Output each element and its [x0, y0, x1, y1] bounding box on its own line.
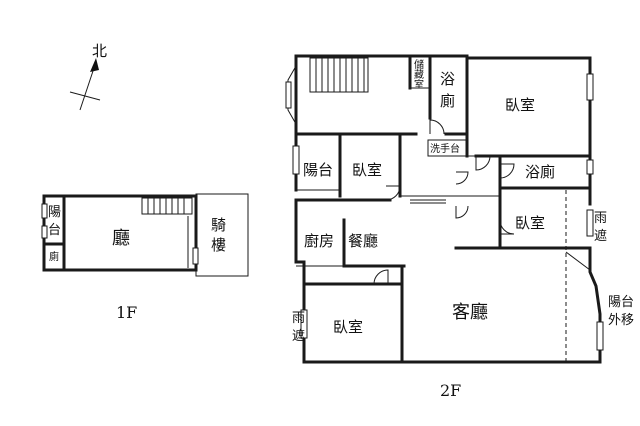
wash-basin-label: 洗手台 — [430, 142, 460, 155]
living-door — [455, 205, 469, 219]
bedroom-mid-label: 臥室 — [352, 161, 382, 179]
bedroom-ne-label: 臥室 — [505, 96, 535, 114]
balcony-2f-label: 陽台 — [303, 161, 333, 179]
balcony-out-label-1: 陽台 — [608, 295, 634, 310]
bath-right-door — [499, 163, 515, 179]
storage-label-3: 室 — [414, 78, 424, 91]
north-compass: 北 — [69, 42, 107, 111]
storage-label-1: 儲 — [414, 59, 424, 71]
kitchen-label: 廚房 — [304, 232, 334, 250]
arcade-label-1: 騎 — [211, 216, 226, 234]
wash-basin-counter — [427, 139, 467, 157]
wash-door — [455, 171, 469, 185]
window-1f-left-2 — [41, 225, 48, 239]
window-2f-bedroom-right — [586, 209, 594, 237]
compass-cross-line — [69, 91, 101, 101]
rain-shelter-right-2: 遮 — [594, 228, 607, 244]
window-2f-bath — [586, 159, 594, 175]
balcony-out-label-2: 外移 — [608, 313, 634, 328]
balcony-out-diagonal — [565, 251, 591, 271]
floor-2-plan: 儲 藏 室 浴 廁 臥室 洗手台 陽台 臥室 浴廁 臥室 雨 遮 廚房 餐廳 客… — [285, 54, 634, 400]
hall-walls — [62, 194, 198, 272]
floor-2-caption: 2F — [440, 381, 461, 400]
rain-shelter-right-1: 雨 — [594, 211, 607, 226]
bath-right-label: 浴廁 — [525, 163, 555, 181]
bedroom-sw-door — [373, 269, 389, 285]
bedroom-right-label: 臥室 — [515, 214, 545, 232]
window-1f-left — [41, 203, 48, 219]
north-label: 北 — [92, 42, 107, 60]
floor-1-plan: 廳 騎 樓 陽 台 廁 1F — [41, 193, 249, 322]
compass-arrow-head — [90, 58, 99, 72]
bath-top-door — [429, 119, 445, 135]
arcade-outline — [195, 193, 249, 277]
arcade-label-2: 樓 — [211, 236, 226, 254]
toilet-1f-label: 廁 — [49, 250, 59, 263]
bedroom-ne-door — [475, 155, 491, 171]
storage-label-2: 藏 — [414, 69, 424, 81]
bedroom-sw-label: 臥室 — [333, 318, 363, 336]
balcony-1f-label-1: 陽 — [48, 205, 61, 220]
bedroom-mid-door — [385, 185, 401, 201]
window-2f-balcony — [292, 145, 300, 175]
floor-1-caption: 1F — [116, 303, 137, 322]
stairs-2f — [309, 57, 369, 93]
rain-shelter-left-1: 雨 — [292, 311, 305, 326]
window-2f-bay — [285, 81, 292, 109]
window-2f-living — [596, 321, 604, 351]
window-2f-sw — [300, 309, 308, 339]
bath-top-label-1: 浴 — [440, 70, 455, 88]
dining-label: 餐廳 — [348, 232, 378, 250]
living-label: 客廳 — [452, 302, 488, 323]
rain-shelter-left-2: 遮 — [292, 328, 305, 344]
stairs-1f — [141, 197, 193, 215]
bedroom-right-door — [499, 219, 515, 235]
hall-label: 廳 — [112, 228, 130, 249]
bath-top-label-2: 廁 — [440, 92, 455, 110]
window-2f-ne — [586, 73, 594, 101]
balcony-1f-label-2: 台 — [48, 223, 61, 238]
window-1f-right — [192, 247, 199, 265]
